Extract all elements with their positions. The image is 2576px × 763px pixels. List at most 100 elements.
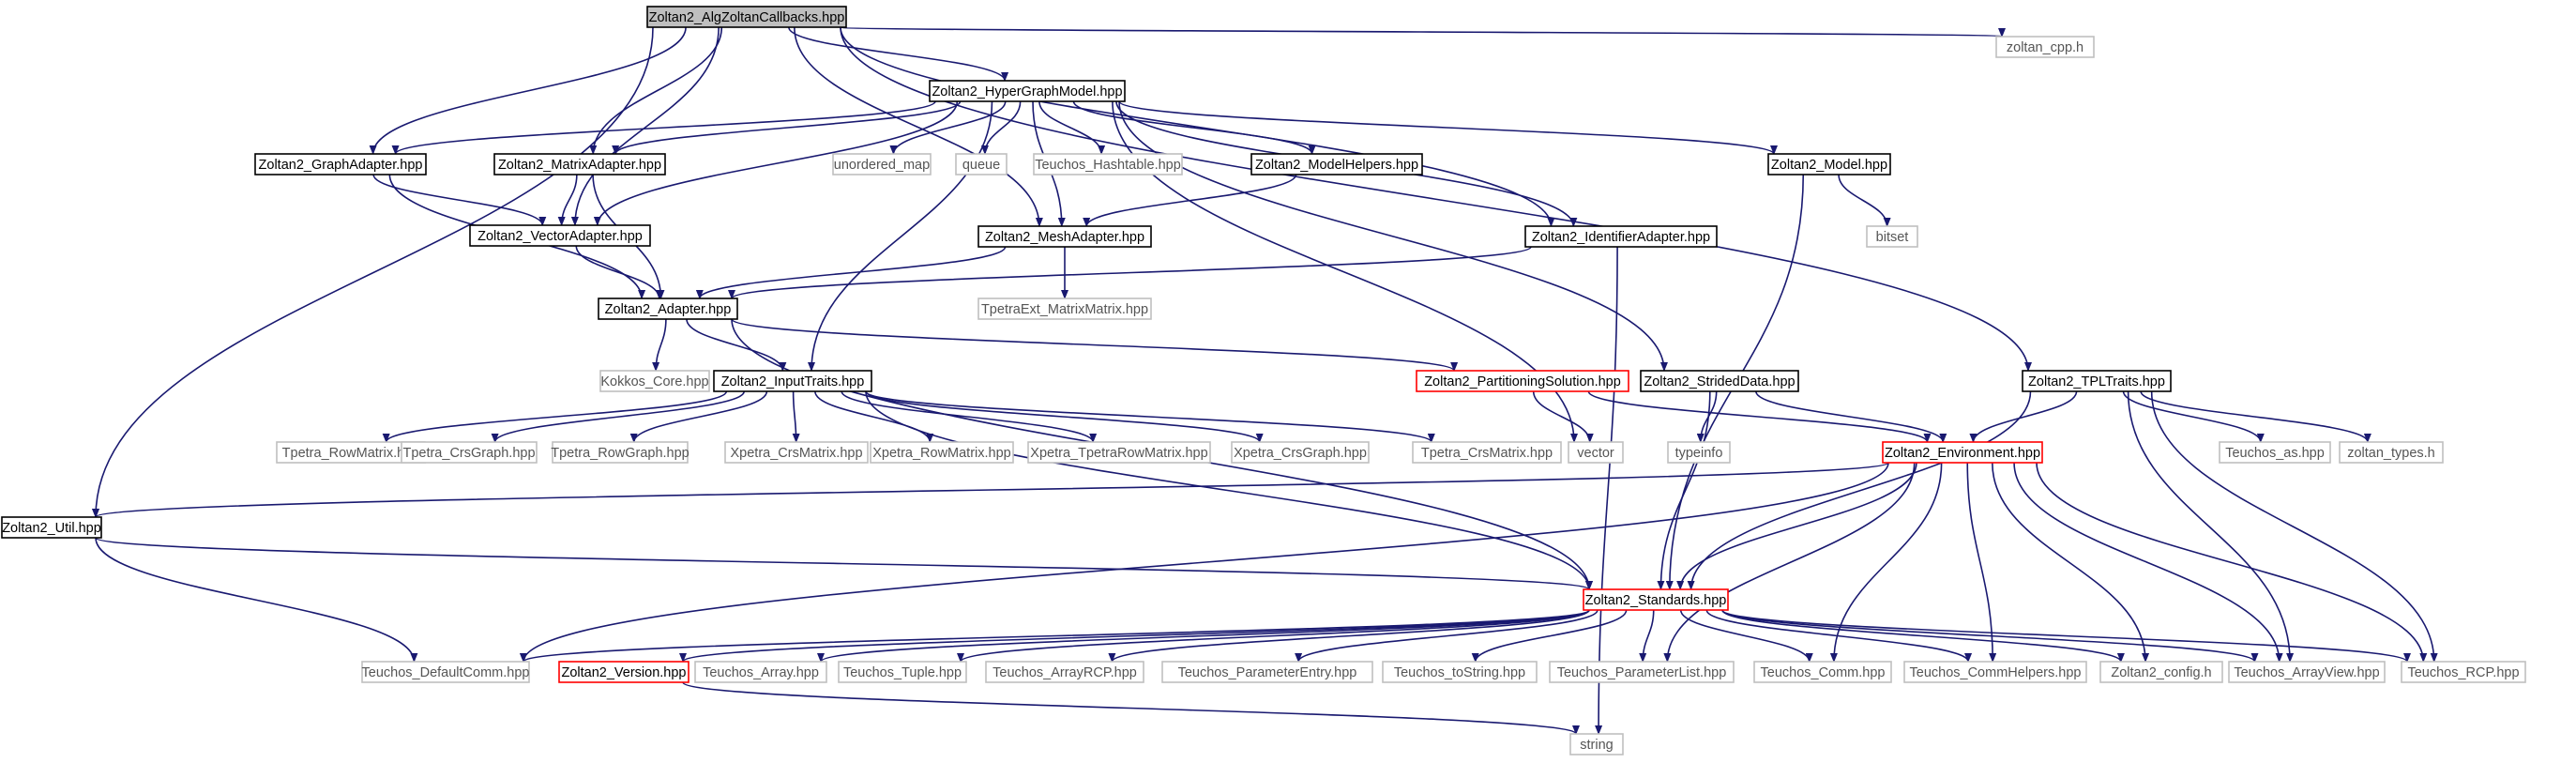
node-label: queue [962,158,1000,173]
edge-standards-to-teuchos_rcp [1721,609,2411,663]
edge-callbacks-to-tpltraits [840,26,2032,372]
node-graphadapter[interactable]: Zoltan2_GraphAdapter.hpp [254,153,427,175]
node-meshadapter[interactable]: Zoltan2_MeshAdapter.hpp [977,225,1152,248]
edge-environment-to-zoltan2_config [1992,462,2150,663]
node-box [1250,153,1423,175]
node-xpetra_crsgraph: Xpetra_CrsGraph.hpp [1231,441,1370,464]
node-label: Zoltan2_GraphAdapter.hpp [259,158,423,173]
node-hypergraph[interactable]: Zoltan2_HyperGraphModel.hpp [929,80,1126,102]
node-label: Teuchos_CommHelpers.hpp [1910,665,2082,680]
node-label: TpetraExt_MatrixMatrix.hpp [981,302,1148,317]
node-model[interactable]: Zoltan2_Model.hpp [1767,153,1891,175]
edge-standards-to-teuchos_parameterlist [1639,609,1655,663]
node-box [598,298,738,320]
node-vectoradapter[interactable]: Zoltan2_VectorAdapter.hpp [469,224,651,247]
node-label: zoltan_types.h [2347,446,2435,461]
edge-hypergraph-to-graphadapter [391,100,936,155]
node-box [977,298,1152,320]
node-box [401,441,538,464]
node-box [955,153,1008,175]
node-box [694,661,827,683]
node-standards[interactable]: Zoltan2_Standards.hpp [1583,588,1729,611]
node-label: Zoltan2_InputTraits.hpp [721,374,865,389]
edge-hypergraph-to-unordered_map [889,100,1007,155]
node-box [646,6,847,28]
node-label: Zoltan2_PartitioningSolution.hpp [1424,374,1621,389]
node-label: Zoltan2_ModelHelpers.hpp [1255,158,1418,173]
node-box [1033,153,1183,175]
node-xpetra_tpetrarowmatrix: Xpetra_TpetraRowMatrix.hpp [1027,441,1211,464]
node-label: Tpetra_CrsGraph.hpp [402,446,535,461]
node-xpetra_crsmatrix: Xpetra_CrsMatrix.hpp [724,441,869,464]
edge-adapter-to-partsolution [731,318,1458,372]
node-box [1583,588,1729,611]
node-label: Teuchos_Array.hpp [703,665,819,680]
node-box [832,153,932,175]
node-box [361,661,530,683]
node-teuchos_comm: Teuchos_Comm.hpp [1753,661,1892,683]
node-queue: queue [955,153,1008,175]
edge-hypergraph-to-matrixadapter [612,100,962,155]
node-util[interactable]: Zoltan2_Util.hpp [1,516,102,539]
node-box [2339,441,2444,464]
node-teuchos_arrayview: Teuchos_ArrayView.hpp [2228,661,2386,683]
edge-environment-to-teuchos_defaultcomm [520,462,1889,663]
edge-tpltraits-to-standards [1687,390,2032,590]
node-xpetra_rowmatrix: Xpetra_RowMatrix.hpp [870,441,1014,464]
node-environment[interactable]: Zoltan2_Environment.hpp [1882,441,2043,464]
node-box [2099,661,2223,683]
edge-inputtraits-to-tpetra_crsgraph [491,390,746,443]
node-box [1,516,102,539]
node-box [1882,441,2043,464]
node-label: Xpetra_CrsGraph.hpp [1234,446,1367,461]
node-callbacks[interactable]: Zoltan2_AlgZoltanCallbacks.hpp [646,6,847,28]
node-box [469,224,651,247]
edge-environment-to-teuchos_commhelpers [1966,462,1997,663]
node-box [1767,153,1891,175]
node-modelhelpers[interactable]: Zoltan2_ModelHelpers.hpp [1250,153,1423,175]
node-label: Zoltan2_Environment.hpp [1885,446,2040,461]
node-box [713,370,872,392]
node-box [1524,225,1718,248]
node-box [2401,661,2526,683]
node-box [1549,661,1735,683]
edge-callbacks-to-util [92,26,654,518]
node-version[interactable]: Zoltan2_Version.hpp [558,661,689,683]
node-label: Zoltan2_IdentifierAdapter.hpp [1532,230,1710,245]
node-label: Teuchos_ParameterList.hpp [1557,665,1727,680]
edge-hypergraph-to-teuchos_hashtable [1038,100,1106,155]
node-teuchos_arrayrcp: Teuchos_ArrayRCP.hpp [985,661,1144,683]
edge-hypergraph-to-inputtraits [808,100,993,372]
node-label: Teuchos_DefaultComm.hpp [362,665,530,680]
node-box [724,441,869,464]
node-tpltraits[interactable]: Zoltan2_TPLTraits.hpp [2022,370,2172,392]
node-strideddata[interactable]: Zoltan2_StridedData.hpp [1640,370,1799,392]
node-teuchos_parameterentry: Teuchos_ParameterEntry.hpp [1161,661,1373,683]
edge-tpltraits-to-environment [1969,390,2078,443]
node-string: string [1569,733,1624,755]
edge-standards-to-teuchos_parameterentry [1295,609,1599,663]
edge-callbacks-to-hypergraph [788,26,1008,82]
node-adapter[interactable]: Zoltan2_Adapter.hpp [598,298,738,320]
edge-hypergraph-to-vectoradapter [593,100,959,226]
node-inputtraits[interactable]: Zoltan2_InputTraits.hpp [713,370,872,392]
node-label: Teuchos_Tuple.hpp [843,665,962,680]
file-nodes: Zoltan2_AlgZoltanCallbacks.hppzoltan_cpp… [1,6,2526,755]
node-box [1027,441,1211,464]
edge-callbacks-to-zoltan_cpp [840,26,2004,38]
node-box [552,441,689,464]
node-label: Zoltan2_TPLTraits.hpp [2028,374,2165,389]
node-label: Xpetra_TpetraRowMatrix.hpp [1030,446,1207,461]
node-box [870,441,1014,464]
node-label: Zoltan2_Util.hpp [2,521,101,536]
edge-standards-to-version [679,609,1590,663]
node-label: Zoltan2_HyperGraphModel.hpp [932,84,1122,99]
node-partsolution[interactable]: Zoltan2_PartitioningSolution.hpp [1416,370,1629,392]
edge-environment-to-teuchos_parameterlist [1663,462,1916,663]
node-identifieradapter[interactable]: Zoltan2_IdentifierAdapter.hpp [1524,225,1718,248]
node-matrixadapter[interactable]: Zoltan2_MatrixAdapter.hpp [493,153,666,175]
dependency-edges [92,26,2438,735]
node-bitset: bitset [1866,225,1918,248]
node-label: Teuchos_ArrayView.hpp [2234,665,2379,680]
edge-standards-to-zoltan2_config [1721,609,2125,663]
